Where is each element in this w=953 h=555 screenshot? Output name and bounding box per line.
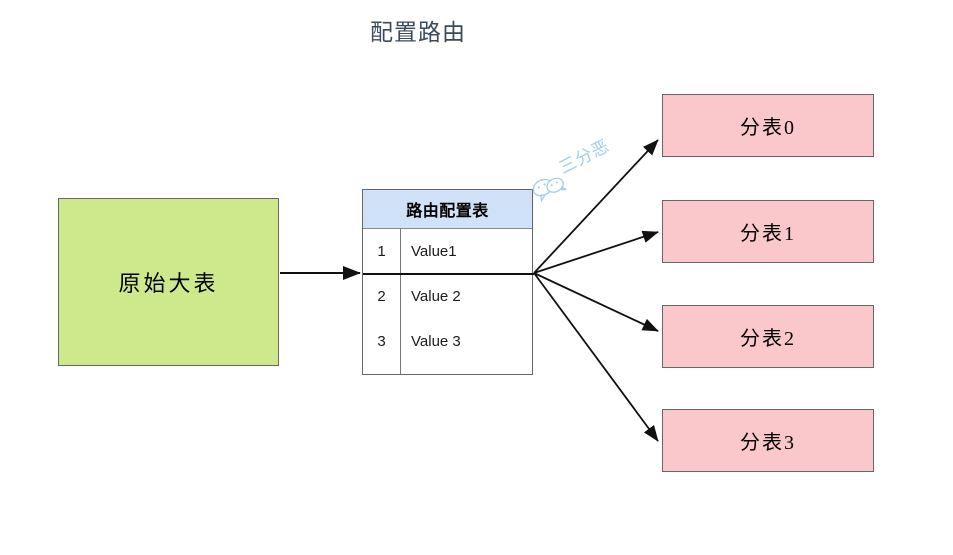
table-row[interactable]: 3 Value 3: [363, 319, 532, 364]
route-config-table-header: 路由配置表: [363, 190, 532, 229]
node-shard-3[interactable]: 分表3: [662, 409, 874, 472]
route-config-table-body: 1 Value1 2 Value 2 3 Value 3: [363, 229, 534, 374]
node-shard-3-label: 分表3: [740, 432, 796, 454]
node-original-table[interactable]: 原始大表: [58, 198, 279, 366]
table-row[interactable]: [363, 357, 532, 374]
table-cell-key: 1: [377, 243, 386, 260]
table-cell-value: Value 2: [411, 288, 461, 305]
node-shard-0-label: 分表0: [740, 117, 796, 139]
arrow-route-table-to-shard-2: [533, 272, 659, 332]
table-column-divider: [400, 229, 401, 374]
node-original-table-label: 原始大表: [118, 271, 219, 296]
table-row[interactable]: 2 Value 2: [363, 274, 532, 319]
table-cell-value: Value 3: [411, 333, 461, 350]
arrow-hub-line: [363, 273, 534, 275]
watermark-text: 三分恶: [556, 136, 613, 178]
table-cell-value: Value1: [411, 243, 457, 260]
arrow-route-table-to-shard-3: [533, 272, 659, 442]
watermark: 三分恶: [523, 131, 627, 212]
node-shard-0[interactable]: 分表0: [662, 94, 874, 157]
table-cell-key: 2: [377, 288, 386, 305]
route-config-table[interactable]: 路由配置表 1 Value1 2 Value 2 3 Value 3: [362, 189, 534, 375]
node-shard-2[interactable]: 分表2: [662, 305, 874, 368]
page-title: 配置路由: [370, 20, 466, 45]
node-shard-2-label: 分表2: [740, 328, 796, 350]
table-cell-key: 3: [377, 333, 386, 350]
wechat-icon: [532, 177, 567, 203]
arrow-route-table-to-shard-1: [533, 230, 659, 274]
node-shard-1-label: 分表1: [740, 223, 796, 245]
arrow-route-table-to-shard-0: [533, 139, 659, 274]
node-shard-1[interactable]: 分表1: [662, 200, 874, 263]
table-row[interactable]: 1 Value1: [363, 229, 532, 274]
